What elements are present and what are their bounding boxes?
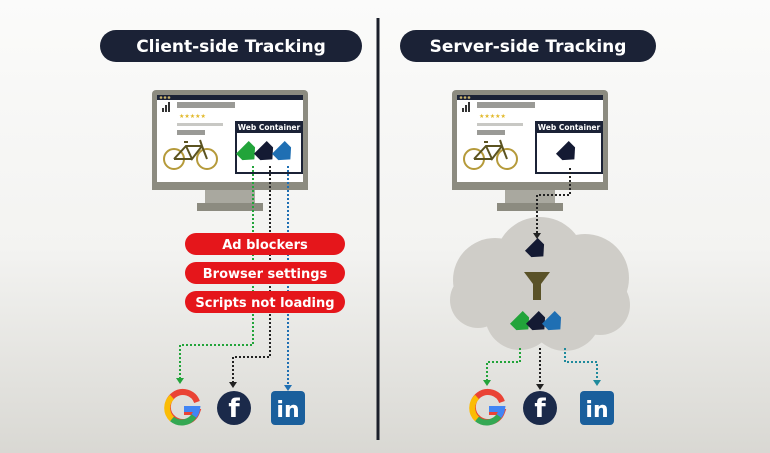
blocker-browser-settings: Browser settings xyxy=(203,267,328,282)
google-path xyxy=(486,348,521,380)
facebook-path xyxy=(232,166,271,382)
server-title: Server-side Tracking xyxy=(430,37,627,57)
google-icon xyxy=(167,392,197,423)
blocker-list: Ad blockers Browser settings Scripts not… xyxy=(185,233,345,313)
web-container-label: Web Container xyxy=(238,123,301,132)
web-container-label: Web Container xyxy=(538,123,601,132)
facebook-icon xyxy=(217,391,251,425)
client-title-pill xyxy=(100,30,362,62)
linkedin-icon xyxy=(580,391,614,425)
linkedin-icon xyxy=(271,391,305,425)
linkedin-path xyxy=(564,348,598,380)
funnel-icon xyxy=(524,272,550,300)
server-title-pill xyxy=(400,30,656,62)
client-side-section: Client-side Tracking Web Container Ad bl… xyxy=(100,30,362,425)
google-path xyxy=(179,166,254,378)
server-side-section: Server-side Tracking Web Container xyxy=(400,30,656,425)
google-icon xyxy=(472,392,502,423)
facebook-icon xyxy=(523,391,557,425)
blocker-scripts: Scripts not loading xyxy=(195,296,334,311)
client-title: Client-side Tracking xyxy=(136,37,326,57)
blocker-ad-blockers: Ad blockers xyxy=(222,238,308,253)
cloud xyxy=(450,217,630,351)
